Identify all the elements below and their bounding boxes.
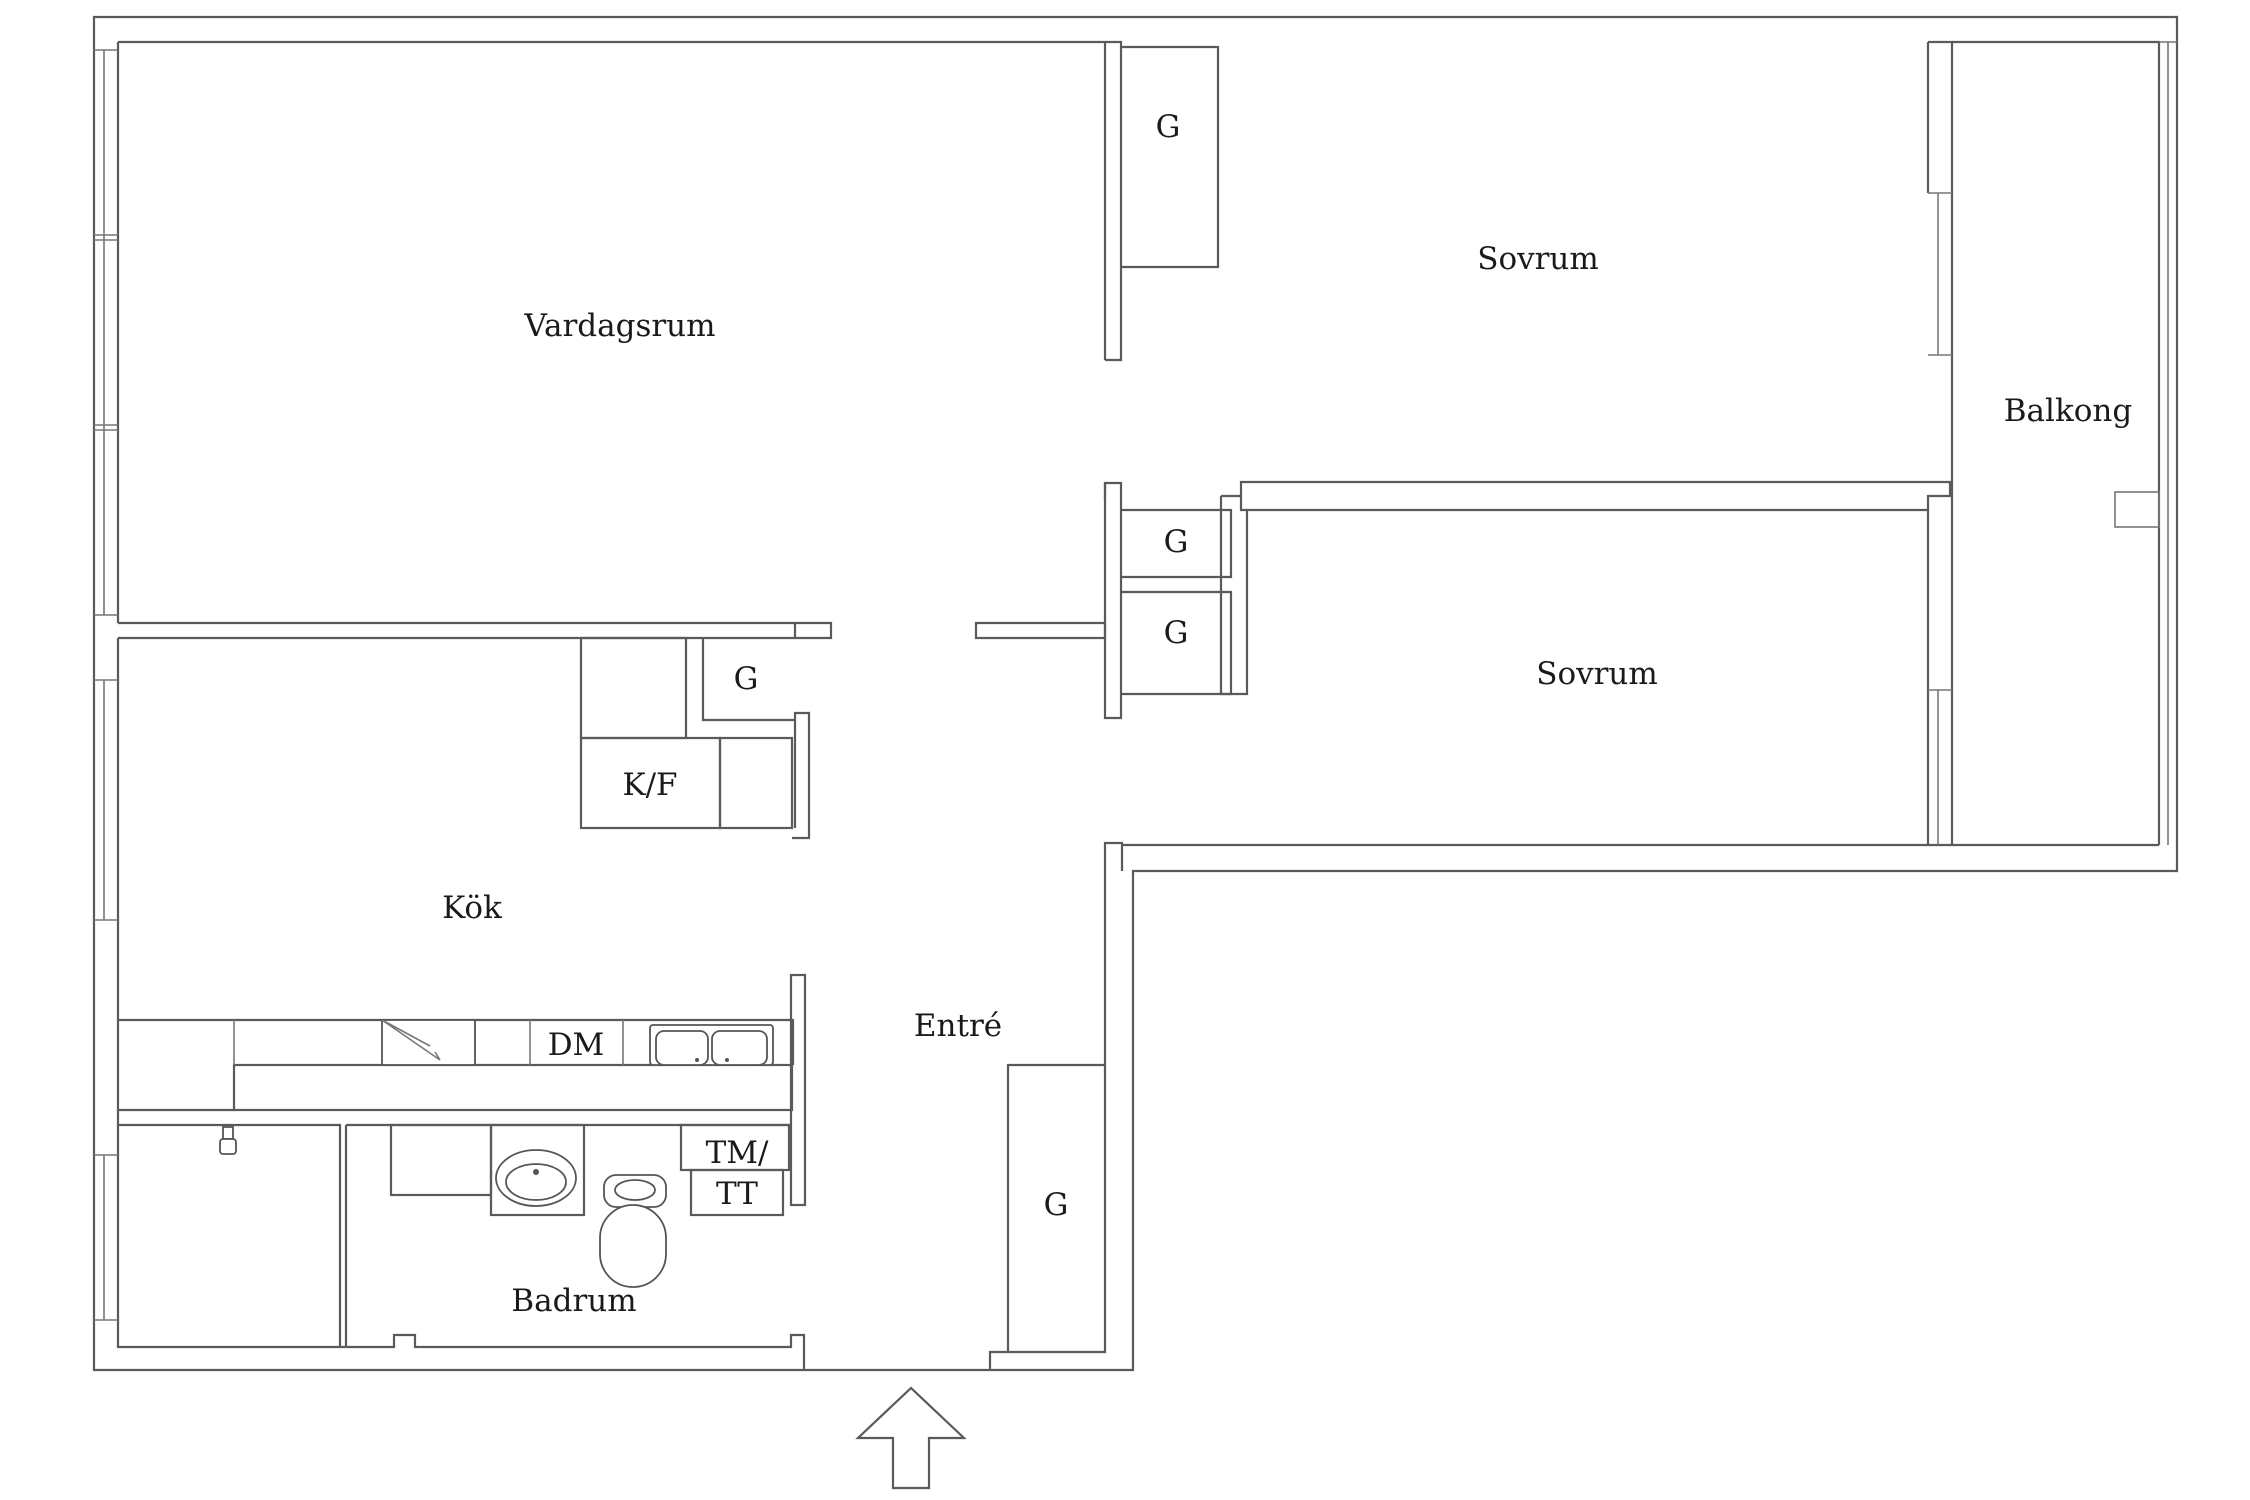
closet-label: G — [1164, 615, 1189, 651]
entrance-arrow-icon — [855, 1386, 967, 1490]
room-label-kok: Kök — [442, 890, 502, 926]
fridge-freezer-label: K/F — [622, 767, 677, 803]
closet-label: G — [734, 661, 759, 697]
room-label-sovrum-bottom: Sovrum — [1536, 656, 1658, 692]
entry-closet — [1006, 1063, 1105, 1352]
room-label-vardagsrum: Vardagsrum — [523, 308, 715, 344]
room-label-badrum: Badrum — [511, 1283, 636, 1319]
dryer-label: TT — [716, 1176, 758, 1212]
kitchen-fixtures — [118, 636, 811, 1207]
room-label-entre: Entré — [914, 1008, 1002, 1044]
room-label-balkong: Balkong — [2004, 393, 2132, 429]
closet-label: G — [1044, 1187, 1069, 1223]
outer-walls — [92, 15, 2179, 1372]
closet-label: G — [1156, 109, 1181, 145]
washer-label: TM/ — [706, 1135, 769, 1171]
closet-label: G — [1164, 524, 1189, 560]
dishwasher-label: DM — [548, 1027, 605, 1063]
bathroom-fixtures — [118, 1123, 791, 1347]
windows-left — [94, 49, 118, 1321]
room-label-sovrum-top: Sovrum — [1477, 241, 1599, 277]
interior-walls — [118, 40, 2177, 845]
